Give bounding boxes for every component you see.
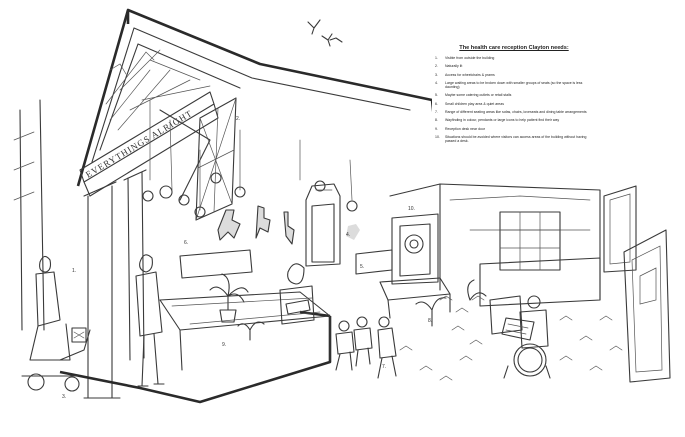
wayfinding-icons	[217, 205, 360, 245]
callout-numbers: 1. 2. 3. 4. 5. 6. 7. 8. 9. 10.	[62, 116, 432, 400]
plant-icon	[209, 273, 487, 341]
callout-9: 9.	[222, 342, 226, 348]
person-mobility-scooter	[21, 255, 91, 392]
person-receptionist	[279, 263, 315, 325]
callout-5: 5.	[360, 264, 364, 270]
seating-area	[179, 249, 523, 335]
person-standing	[135, 254, 165, 387]
callout-10: 10.	[408, 206, 415, 212]
needs-list: 1.Visible from outside the building 2.Na…	[435, 56, 593, 144]
reception-desk	[159, 291, 331, 371]
bird-icon	[307, 19, 343, 47]
list-item: 2.Naturally lit	[435, 64, 463, 69]
list-item: 6.Small children play area & quiet areas	[435, 101, 504, 106]
needs-title: The health care reception Clayton needs:	[459, 45, 569, 51]
list-item: 1.Visible from outside the building	[435, 56, 495, 60]
building-facade	[13, 8, 442, 404]
callout-3: 3.	[62, 394, 66, 400]
atrium-window	[159, 97, 237, 221]
floor	[399, 295, 623, 381]
list-item: 8.Wayfinding in colour, pendants or larg…	[435, 118, 560, 123]
list-item: 10.Situations should be avoided where vi…	[435, 134, 587, 144]
callout-6: 6.	[184, 240, 188, 246]
callout-4: 4.	[346, 232, 350, 238]
pendant-lights	[142, 99, 358, 218]
right-door-left	[603, 185, 637, 273]
callout-1: 1.	[72, 268, 76, 274]
list-item: 5.Maybe some catering outlets or retail …	[435, 93, 512, 98]
central-doorway	[305, 183, 341, 267]
back-room	[389, 183, 601, 307]
callout-8: 8.	[428, 318, 432, 324]
list-item: 3.Access for wheelchairs & prams	[435, 72, 495, 77]
list-item: 9.Reception desk near door	[435, 126, 486, 131]
facade-inscription: EVERYTHINGS ALRIGHT	[84, 108, 194, 180]
person-wheelchair	[501, 295, 551, 379]
right-door-right	[623, 229, 671, 383]
callout-2: 2.	[236, 116, 240, 122]
list-item: 4.Large waiting areas to be broken down …	[435, 80, 583, 90]
callout-7: 7.	[382, 364, 386, 370]
person-seated	[335, 316, 373, 371]
needs-panel: The health care reception Clayton needs:…	[432, 43, 596, 178]
person-walking	[377, 316, 397, 379]
list-item: 7.Range of different seating areas like …	[435, 110, 587, 115]
ornate-door	[391, 213, 439, 285]
